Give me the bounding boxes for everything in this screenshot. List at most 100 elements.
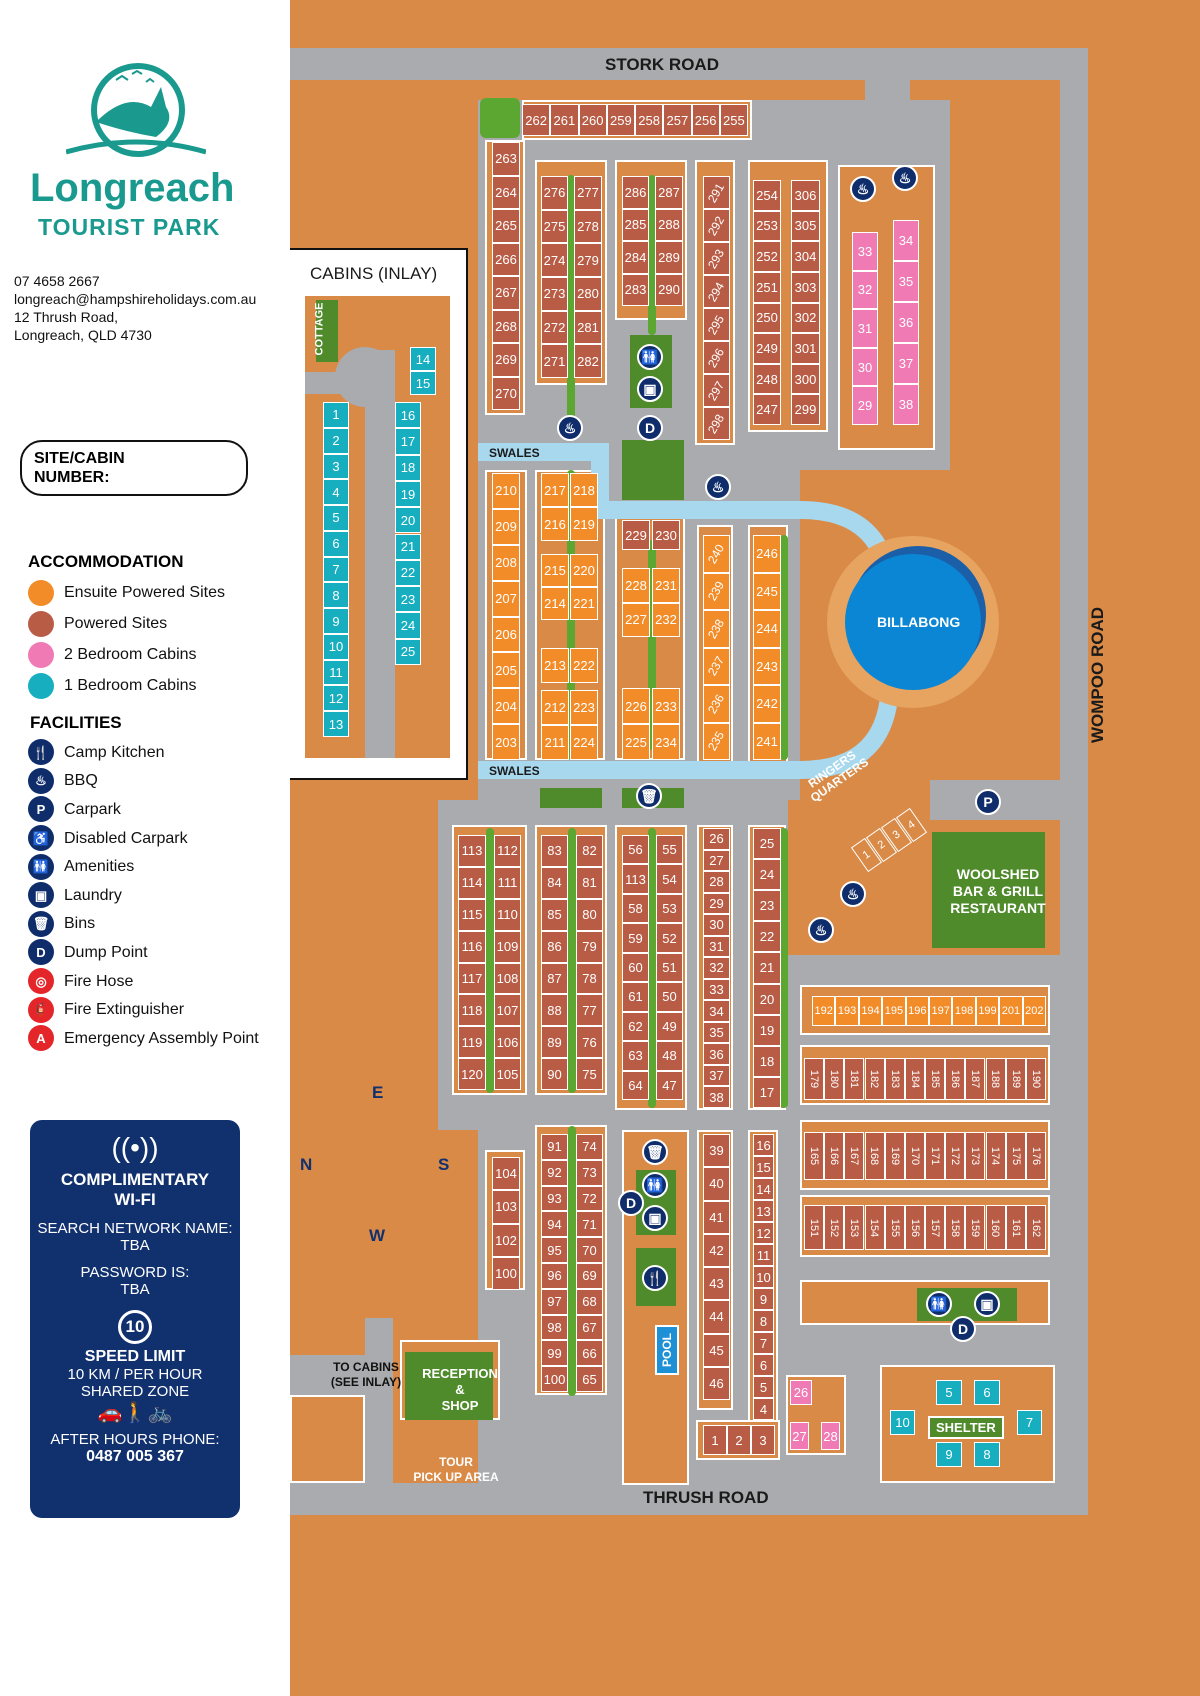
site-186[interactable]: 186 bbox=[945, 1058, 966, 1100]
site-67[interactable]: 67 bbox=[576, 1314, 603, 1341]
site-156[interactable]: 156 bbox=[904, 1205, 925, 1250]
site-183[interactable]: 183 bbox=[884, 1058, 905, 1100]
site-268[interactable]: 268 bbox=[492, 309, 520, 343]
site-189[interactable]: 189 bbox=[1005, 1058, 1026, 1100]
site-110[interactable]: 110 bbox=[494, 898, 521, 931]
site-254[interactable]: 254 bbox=[753, 180, 781, 211]
site-9[interactable]: 9 bbox=[936, 1442, 962, 1467]
site-257[interactable]: 257 bbox=[663, 104, 692, 136]
site-239[interactable]: 239 bbox=[703, 572, 730, 610]
site-119[interactable]: 119 bbox=[458, 1026, 486, 1059]
site-34[interactable]: 34 bbox=[703, 1000, 730, 1022]
site-266[interactable]: 266 bbox=[492, 242, 520, 276]
site-83[interactable]: 83 bbox=[541, 835, 568, 867]
site-88[interactable]: 88 bbox=[541, 994, 568, 1027]
site-71[interactable]: 71 bbox=[576, 1211, 603, 1238]
site-74[interactable]: 74 bbox=[576, 1134, 603, 1160]
site-84[interactable]: 84 bbox=[541, 866, 568, 899]
site-207[interactable]: 207 bbox=[492, 580, 520, 617]
site-5[interactable]: 5 bbox=[323, 505, 349, 531]
site-21[interactable]: 21 bbox=[753, 952, 781, 984]
site-238[interactable]: 238 bbox=[703, 610, 730, 648]
site-185[interactable]: 185 bbox=[925, 1058, 946, 1100]
site-217[interactable]: 217 bbox=[541, 473, 569, 507]
site-265[interactable]: 265 bbox=[492, 209, 520, 243]
site-23[interactable]: 23 bbox=[753, 890, 781, 922]
site-269[interactable]: 269 bbox=[492, 343, 520, 377]
site-231[interactable]: 231 bbox=[652, 568, 680, 603]
site-264[interactable]: 264 bbox=[492, 175, 520, 209]
site-115[interactable]: 115 bbox=[458, 898, 486, 931]
site-96[interactable]: 96 bbox=[541, 1263, 568, 1289]
site-289[interactable]: 289 bbox=[655, 241, 683, 274]
site-3[interactable]: 3 bbox=[323, 453, 349, 480]
site-7[interactable]: 7 bbox=[753, 1332, 774, 1354]
site-16[interactable]: 16 bbox=[753, 1134, 774, 1156]
site-29[interactable]: 29 bbox=[703, 892, 730, 915]
site-60[interactable]: 60 bbox=[622, 952, 649, 983]
site-292[interactable]: 292 bbox=[703, 209, 730, 242]
site-10[interactable]: 10 bbox=[323, 633, 349, 660]
site-55[interactable]: 55 bbox=[656, 835, 683, 865]
site-219[interactable]: 219 bbox=[570, 507, 598, 541]
site-1[interactable]: 1 bbox=[703, 1425, 727, 1455]
site-161[interactable]: 161 bbox=[1005, 1205, 1026, 1250]
site-228[interactable]: 228 bbox=[622, 568, 650, 603]
site-1[interactable]: 1 bbox=[323, 402, 349, 428]
site-278[interactable]: 278 bbox=[574, 209, 602, 244]
site-249[interactable]: 249 bbox=[753, 333, 781, 364]
site-6[interactable]: 6 bbox=[753, 1354, 774, 1376]
site-179[interactable]: 179 bbox=[804, 1058, 825, 1100]
site-65[interactable]: 65 bbox=[576, 1366, 603, 1392]
site-295[interactable]: 295 bbox=[703, 308, 730, 341]
site-270[interactable]: 270 bbox=[492, 376, 520, 410]
site-111[interactable]: 111 bbox=[494, 866, 521, 899]
site-54[interactable]: 54 bbox=[656, 864, 683, 894]
site-92[interactable]: 92 bbox=[541, 1159, 568, 1186]
site-188[interactable]: 188 bbox=[985, 1058, 1006, 1100]
site-240[interactable]: 240 bbox=[703, 535, 730, 573]
site-212[interactable]: 212 bbox=[541, 690, 569, 725]
site-223[interactable]: 223 bbox=[570, 690, 598, 725]
site-157[interactable]: 157 bbox=[925, 1205, 946, 1250]
site-202[interactable]: 202 bbox=[1022, 996, 1046, 1026]
site-104[interactable]: 104 bbox=[492, 1157, 520, 1191]
site-58[interactable]: 58 bbox=[622, 893, 649, 924]
site-300[interactable]: 300 bbox=[791, 363, 820, 395]
site-305[interactable]: 305 bbox=[791, 210, 820, 242]
site-190[interactable]: 190 bbox=[1025, 1058, 1046, 1100]
site-287[interactable]: 287 bbox=[655, 176, 683, 209]
site-106[interactable]: 106 bbox=[494, 1026, 521, 1059]
site-114[interactable]: 114 bbox=[458, 866, 486, 899]
site-7[interactable]: 7 bbox=[1017, 1410, 1042, 1435]
site-8[interactable]: 8 bbox=[753, 1310, 774, 1332]
site-267[interactable]: 267 bbox=[492, 276, 520, 310]
site-105[interactable]: 105 bbox=[494, 1058, 521, 1090]
site-80[interactable]: 80 bbox=[576, 898, 603, 931]
site-91[interactable]: 91 bbox=[541, 1134, 568, 1160]
site-23[interactable]: 23 bbox=[395, 586, 421, 613]
site-36[interactable]: 36 bbox=[703, 1043, 730, 1065]
site-14[interactable]: 14 bbox=[753, 1178, 774, 1200]
site-17[interactable]: 17 bbox=[753, 1076, 781, 1108]
site-253[interactable]: 253 bbox=[753, 210, 781, 242]
site-180[interactable]: 180 bbox=[824, 1058, 845, 1100]
site-45[interactable]: 45 bbox=[703, 1333, 730, 1367]
site-90[interactable]: 90 bbox=[541, 1058, 568, 1090]
site-176[interactable]: 176 bbox=[1025, 1132, 1046, 1180]
after-hours-phone[interactable]: 0487 005 367 bbox=[86, 1448, 184, 1465]
site-303[interactable]: 303 bbox=[791, 271, 820, 303]
site-242[interactable]: 242 bbox=[753, 685, 781, 723]
site-221[interactable]: 221 bbox=[570, 587, 598, 620]
site-29[interactable]: 29 bbox=[852, 386, 878, 425]
site-172[interactable]: 172 bbox=[945, 1132, 966, 1180]
site-64[interactable]: 64 bbox=[622, 1070, 649, 1100]
site-7[interactable]: 7 bbox=[323, 556, 349, 583]
site-4[interactable]: 4 bbox=[323, 479, 349, 506]
site-187[interactable]: 187 bbox=[965, 1058, 986, 1100]
site-72[interactable]: 72 bbox=[576, 1185, 603, 1212]
site-22[interactable]: 22 bbox=[753, 921, 781, 953]
site-290[interactable]: 290 bbox=[655, 273, 683, 306]
site-243[interactable]: 243 bbox=[753, 647, 781, 685]
site-100[interactable]: 100 bbox=[492, 1256, 520, 1290]
